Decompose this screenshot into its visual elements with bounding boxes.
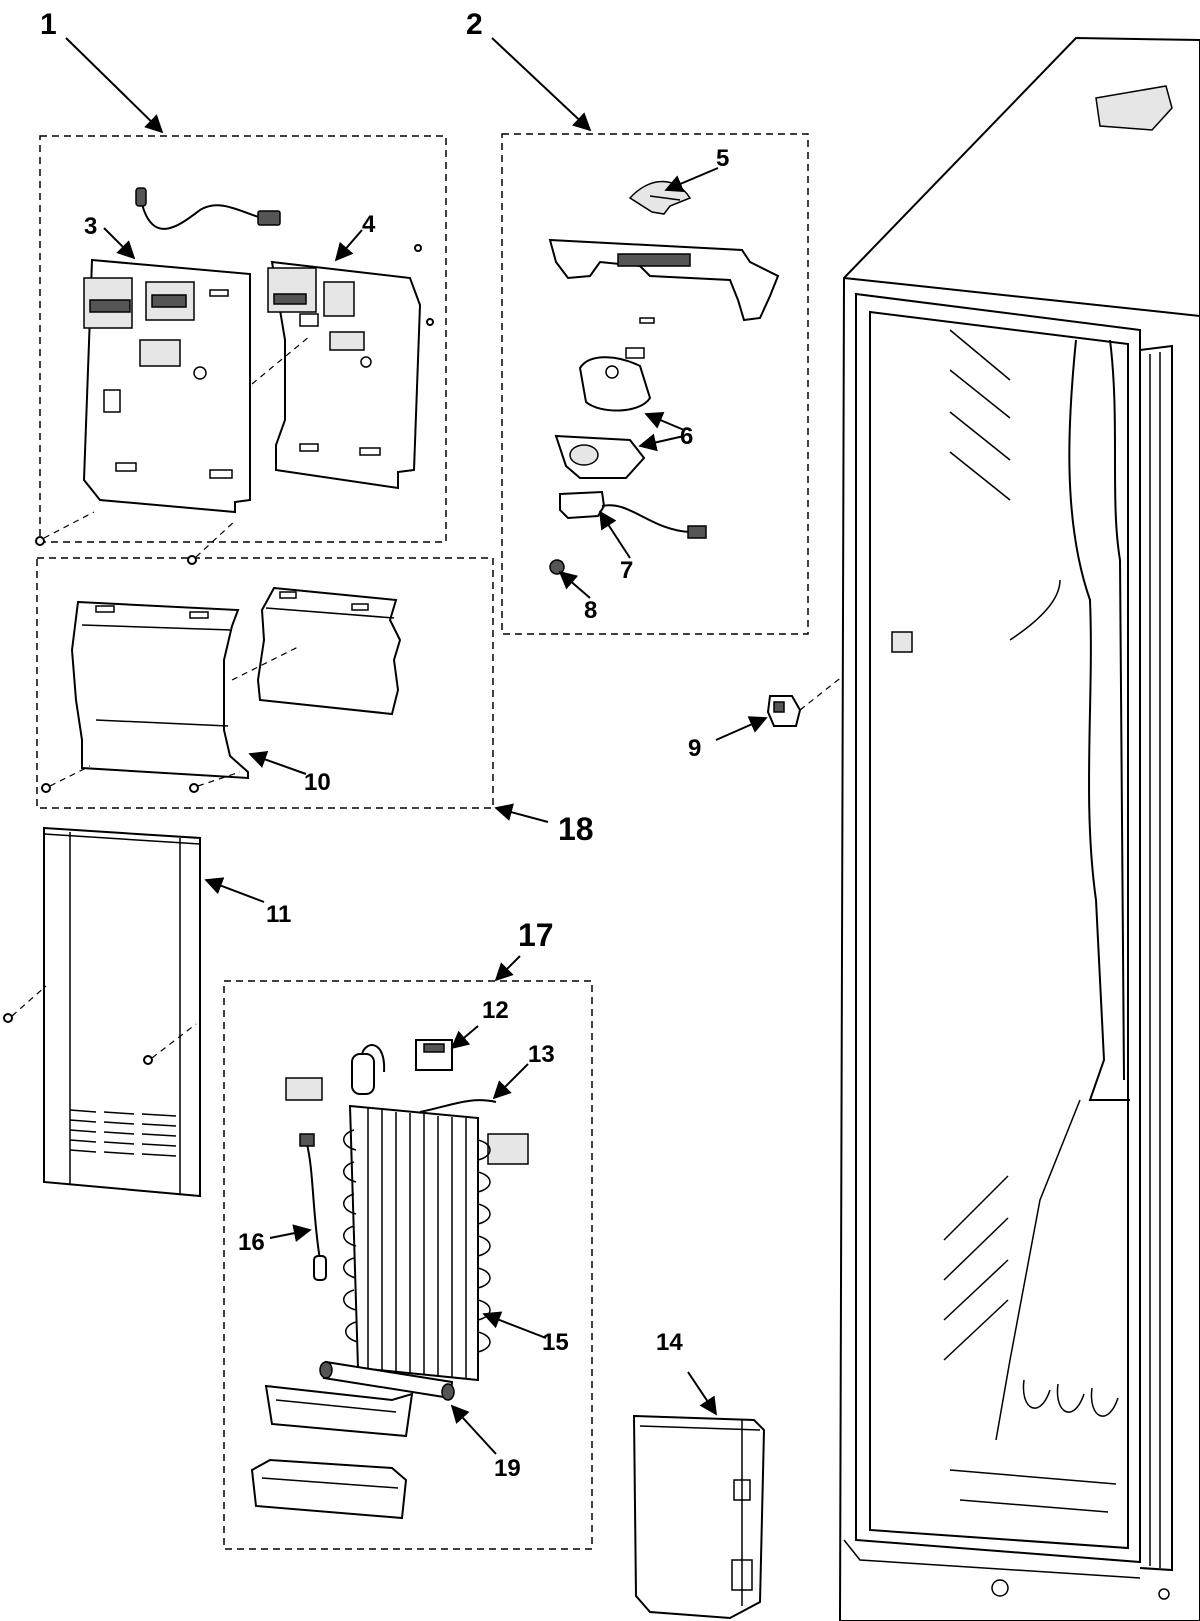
fan-bracket xyxy=(548,238,780,322)
control-board xyxy=(270,260,422,490)
callout-15: 15 xyxy=(542,1329,569,1356)
control-box-assembly xyxy=(35,187,434,565)
callout-17: 17 xyxy=(518,917,554,953)
evaporator-coil xyxy=(348,1104,479,1382)
grommet xyxy=(549,559,565,575)
fan-motor xyxy=(578,356,652,412)
motor-harness xyxy=(559,490,606,520)
motor-shroud xyxy=(554,434,646,479)
callout-13: 13 xyxy=(528,1041,555,1068)
callout-12: 12 xyxy=(482,997,509,1024)
callout-4: 4 xyxy=(362,211,376,238)
callout-14: 14 xyxy=(656,1329,683,1356)
callout-9: 9 xyxy=(688,735,701,762)
callout-16: 16 xyxy=(238,1229,265,1256)
callout-10: 10 xyxy=(304,769,331,796)
fan-assembly xyxy=(548,180,780,575)
group-box-1 xyxy=(39,135,447,543)
drain-tray-upper xyxy=(264,1384,414,1438)
leader-lines xyxy=(65,37,768,1455)
callout-18: 18 xyxy=(558,811,594,847)
callout-19: 19 xyxy=(494,1455,521,1482)
callout-1: 1 xyxy=(40,8,57,41)
evaporator-cover-rear xyxy=(256,586,402,716)
callout-8: 8 xyxy=(584,597,597,624)
duct-part-14 xyxy=(632,1414,766,1620)
evaporator-cover-front xyxy=(70,600,249,780)
callout-3: 3 xyxy=(84,213,97,240)
callout-6: 6 xyxy=(680,423,693,450)
evaporator-cover-assembly xyxy=(41,586,402,793)
group-box-2 xyxy=(501,133,809,635)
callout-7: 7 xyxy=(620,557,633,584)
group-box-18 xyxy=(36,557,494,809)
evaporator-assembly xyxy=(250,1039,529,1520)
callout-2: 2 xyxy=(466,8,483,41)
callout-11: 11 xyxy=(266,901,291,928)
group-box-17 xyxy=(223,980,593,1550)
callout-5: 5 xyxy=(716,145,729,172)
rear-panel xyxy=(3,826,201,1198)
refrigerator-cabinet xyxy=(838,36,1200,1621)
drain-tray-lower xyxy=(250,1458,408,1520)
